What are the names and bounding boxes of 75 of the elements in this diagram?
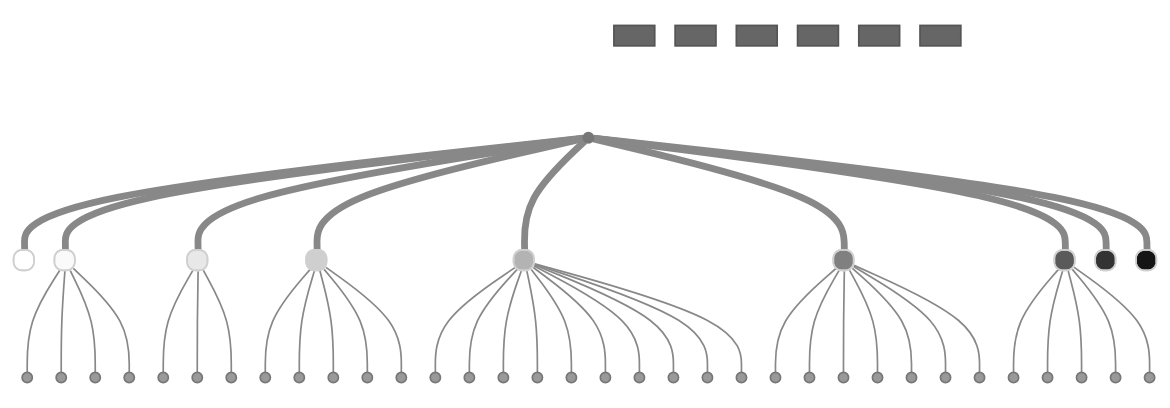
connector [69, 269, 97, 374]
node-circle [21, 371, 34, 384]
node-circle [1143, 371, 1156, 384]
node-circle [905, 371, 918, 384]
node-circle [701, 371, 714, 384]
connector [842, 270, 846, 374]
node-circle [1109, 371, 1122, 384]
node-bar [919, 24, 962, 47]
node-circle [565, 371, 578, 384]
node-circle [769, 371, 782, 384]
connector [325, 266, 403, 374]
node-circle [531, 371, 544, 384]
connector [853, 264, 981, 374]
connector [202, 269, 233, 374]
connector [502, 270, 523, 374]
node-circle [633, 371, 646, 384]
node-circle [599, 371, 612, 384]
node-circle [123, 371, 136, 384]
node-circle [735, 371, 748, 384]
node-circle [259, 371, 272, 384]
connector [26, 269, 61, 374]
connector [1067, 270, 1083, 374]
node-circle [157, 371, 170, 384]
connector [1073, 266, 1151, 374]
node-circle [55, 371, 68, 384]
connector [162, 269, 194, 374]
connector [533, 262, 743, 374]
node-circle [582, 131, 595, 144]
node-circle [463, 371, 476, 384]
connector [434, 266, 517, 374]
connector [848, 269, 879, 374]
node-circle [939, 371, 952, 384]
node-circle [361, 371, 374, 384]
node-circle [327, 371, 340, 384]
connector [533, 264, 675, 374]
node-circle [803, 371, 816, 384]
connector [1046, 270, 1064, 374]
connector [774, 267, 838, 374]
node-circle [871, 371, 884, 384]
connector [533, 263, 709, 374]
node-circle [837, 371, 850, 384]
connector [264, 268, 312, 374]
node-circle [667, 371, 680, 384]
node-circle [395, 371, 408, 384]
node-circle [1075, 371, 1088, 384]
connector [1012, 268, 1060, 374]
connector [323, 268, 369, 374]
node-bar [674, 24, 717, 47]
node-bar [796, 24, 840, 47]
node-circle [973, 371, 986, 384]
connector [851, 267, 913, 374]
node-bar [857, 24, 901, 47]
connector [532, 266, 607, 374]
connector [72, 267, 131, 374]
node-circle [191, 371, 204, 384]
connector [468, 268, 519, 374]
connector [533, 265, 641, 374]
node-bar [735, 24, 778, 47]
node-circle [89, 371, 102, 384]
connector [808, 269, 840, 374]
connector [196, 270, 199, 374]
connector [319, 270, 335, 374]
node-circle [429, 371, 442, 384]
node-circle [1007, 371, 1020, 384]
connector [526, 270, 539, 374]
node-circle [225, 371, 238, 384]
connector [298, 270, 316, 374]
node-circle [293, 371, 306, 384]
connector [852, 265, 947, 374]
node-circle [497, 371, 510, 384]
connector [530, 268, 573, 374]
node-bar [613, 24, 656, 47]
connector [1071, 268, 1117, 374]
connector [60, 270, 66, 374]
node-circle [1041, 371, 1054, 384]
